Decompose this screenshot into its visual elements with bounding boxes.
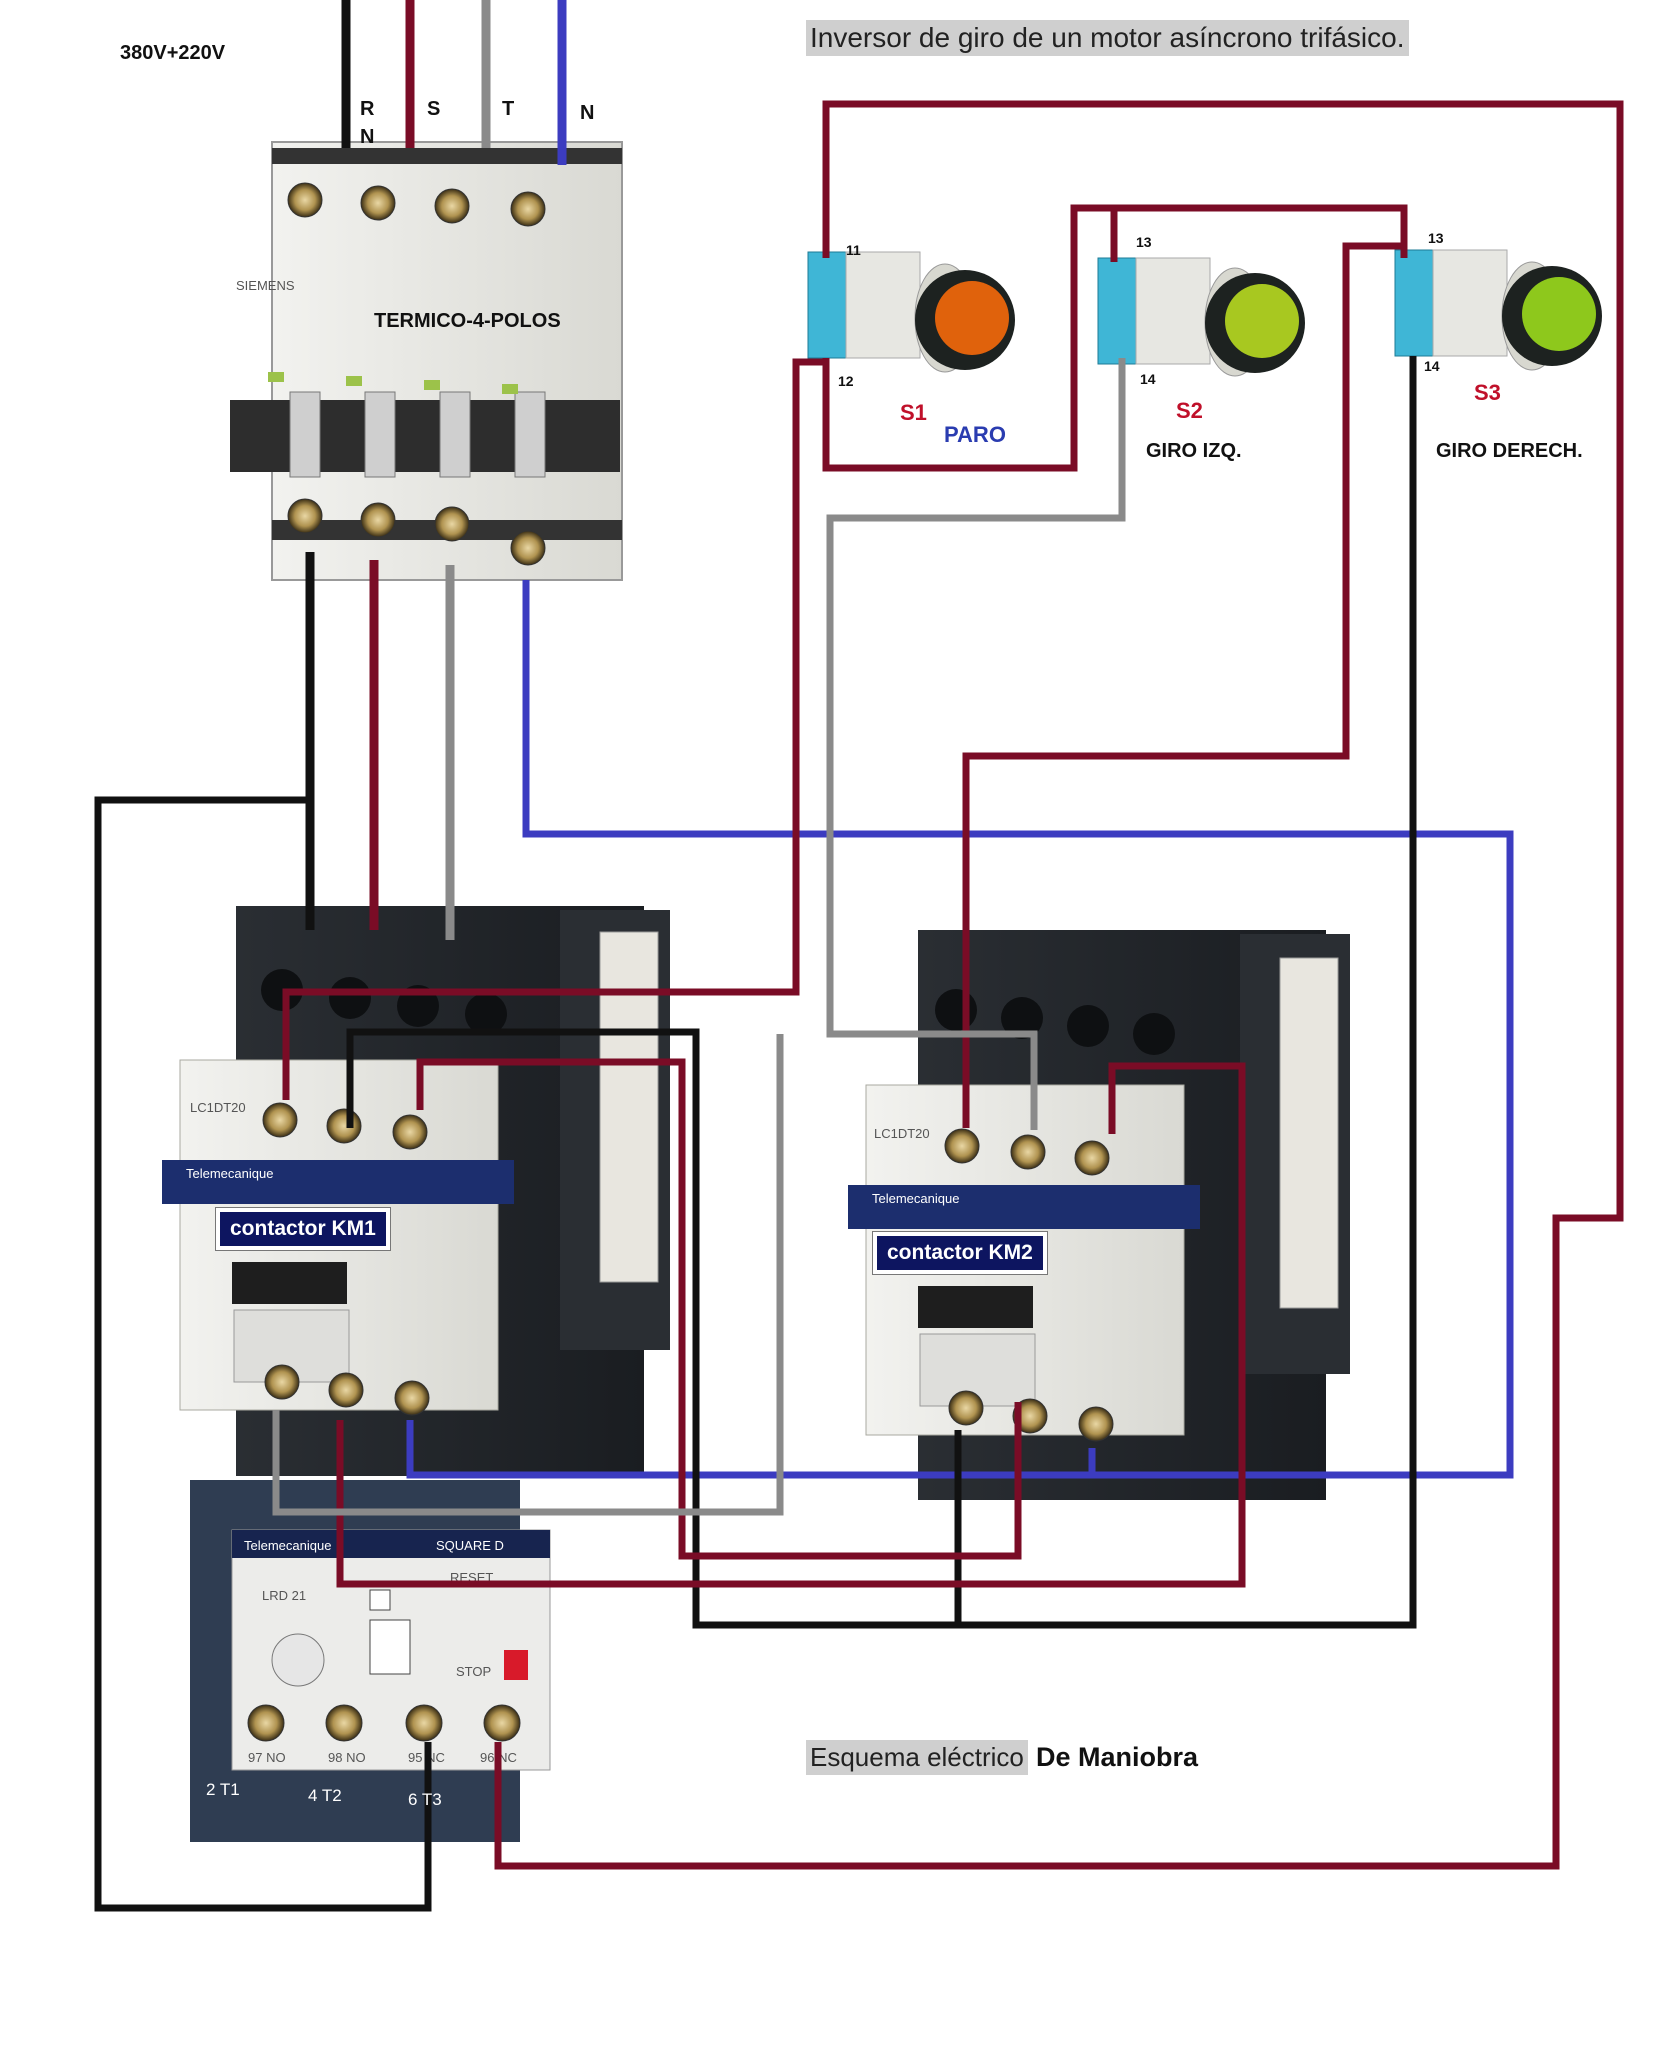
overload-brand: Telemecanique bbox=[244, 1538, 331, 1553]
wire-gray-s2-km2 bbox=[826, 358, 1126, 1130]
breaker-levers bbox=[289, 391, 546, 478]
wire-red-km1-a1 bbox=[416, 1058, 1022, 1560]
wire-red-s1-km1 bbox=[282, 358, 826, 1100]
wire-control-black-right bbox=[346, 356, 1417, 1629]
breaker-indicators bbox=[268, 372, 518, 394]
s1-terminal-12: 12 bbox=[838, 373, 854, 389]
breaker-label: TERMICO-4-POLOS bbox=[374, 310, 561, 332]
s2-id: S2 bbox=[1176, 398, 1203, 423]
button-cap-s1[interactable] bbox=[935, 281, 1009, 355]
km1-brand: Telemecanique bbox=[186, 1166, 273, 1181]
phase-r: R bbox=[360, 98, 375, 120]
supply-voltage: 380V+220V bbox=[120, 42, 226, 64]
reset-button[interactable] bbox=[369, 1589, 391, 1611]
button-cap-s3[interactable] bbox=[1522, 277, 1596, 351]
contactor-km1-body: LC1DT20 Telemecanique bbox=[162, 906, 670, 1476]
phase-n-under-r: N bbox=[360, 126, 375, 148]
s3-name: GIRO DERECH. bbox=[1436, 440, 1583, 462]
overload-model: LRD 21 bbox=[262, 1588, 306, 1603]
s3-terminal-14: 14 bbox=[1424, 358, 1440, 374]
overload-relay: Telemecanique SQUARE D LRD 21 RESET STOP… bbox=[190, 1480, 551, 1842]
wire-red-km2-a1 bbox=[336, 1062, 1246, 1588]
phase-n: N bbox=[580, 102, 595, 124]
overload-brand2: SQUARE D bbox=[436, 1538, 504, 1553]
breaker-4-pole: SIEMENS bbox=[230, 141, 623, 581]
diagram-title: Inversor de giro de un motor asíncrono t… bbox=[806, 20, 1409, 56]
contactor-km2-body: LC1DT20 Telemecanique bbox=[848, 930, 1350, 1500]
s2-terminal-13: 13 bbox=[1136, 234, 1152, 250]
km1-model: LC1DT20 bbox=[190, 1100, 246, 1115]
wire-gray-km1-km2 bbox=[272, 1034, 784, 1516]
s1-id: S1 bbox=[900, 400, 927, 425]
breaker-brand: SIEMENS bbox=[236, 278, 295, 293]
wire-a2-km1-blue bbox=[406, 1420, 1092, 1479]
contactor-km2-label: contactor KM2 bbox=[872, 1231, 1048, 1275]
breaker-bottom-screws bbox=[287, 498, 546, 566]
pushbutton-s2 bbox=[1097, 257, 1305, 377]
overload-contact-97: 97 NO bbox=[248, 1750, 286, 1765]
wire-neutral-blue bbox=[522, 580, 1514, 1479]
phase-t: T bbox=[502, 98, 515, 120]
wire-red-s1-s2 bbox=[822, 204, 1408, 472]
s1-terminal-11: 11 bbox=[846, 242, 861, 258]
stop-button[interactable] bbox=[504, 1650, 528, 1680]
footer-caption-bold: De Maniobra bbox=[1036, 1742, 1199, 1772]
wire-red-s3-km2 bbox=[962, 242, 1404, 1128]
pushbutton-s3 bbox=[1394, 249, 1602, 371]
wire-control-black-left bbox=[94, 796, 432, 1912]
contactor-km1-label: contactor KM1 bbox=[215, 1207, 391, 1251]
overload-stop-label: STOP bbox=[456, 1664, 491, 1679]
phase-s: S bbox=[427, 98, 441, 120]
wires bbox=[94, 0, 1624, 1912]
overload-output-4t2: 4 T2 bbox=[308, 1786, 342, 1805]
s2-name: GIRO IZQ. bbox=[1146, 440, 1242, 462]
s1-name: PARO bbox=[944, 422, 1006, 447]
s2-terminal-14: 14 bbox=[1140, 371, 1156, 387]
km2-brand: Telemecanique bbox=[872, 1191, 959, 1206]
overload-output-6t3: 6 T3 bbox=[408, 1790, 442, 1809]
pushbutton-s1 bbox=[807, 251, 1015, 373]
wire-red-overload-s1 bbox=[494, 100, 1624, 1870]
km2-model: LC1DT20 bbox=[874, 1126, 930, 1141]
overload-output-2t1: 2 T1 bbox=[206, 1780, 240, 1799]
s3-terminal-13: 13 bbox=[1428, 230, 1444, 246]
s3-id: S3 bbox=[1474, 380, 1501, 405]
button-cap-s2[interactable] bbox=[1225, 284, 1299, 358]
footer-caption: Esquema eléctrico bbox=[806, 1740, 1028, 1775]
overload-contact-98: 98 NO bbox=[328, 1750, 366, 1765]
breaker-top-screws bbox=[287, 182, 546, 227]
